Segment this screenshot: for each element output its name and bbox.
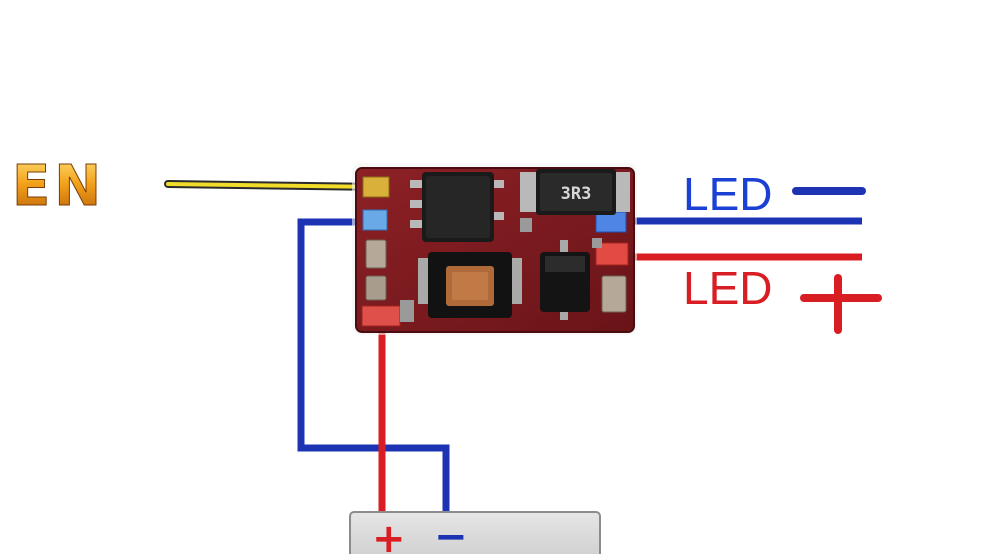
resistor-top xyxy=(520,218,532,232)
resistor-right xyxy=(592,238,602,248)
enable-label: EN xyxy=(12,154,105,219)
enable-wire xyxy=(164,180,386,191)
led-positive-label: LED xyxy=(683,262,772,314)
ground-pad xyxy=(362,209,388,231)
battery-negative-wire xyxy=(297,218,450,518)
boost-driver-module: 3R3 xyxy=(352,163,637,335)
enable-pad xyxy=(362,176,390,198)
capacitor-left-bottom xyxy=(365,275,387,301)
schottky-diode xyxy=(540,240,590,320)
capacitor-right xyxy=(601,275,627,313)
led-positive-pad xyxy=(595,242,629,266)
inductor-marking: 3R3 xyxy=(561,184,592,204)
power-inductor xyxy=(418,252,522,318)
inductor-component: 3R3 xyxy=(520,169,630,215)
capacitor-left-top xyxy=(365,239,387,269)
battery-plus-label: + xyxy=(372,516,406,554)
resistor-bottom xyxy=(400,300,414,322)
led-negative-label: LED xyxy=(683,168,772,220)
battery: + − xyxy=(349,511,601,554)
plus-sign-icon xyxy=(800,274,882,334)
battery-minus-label: − xyxy=(434,514,468,554)
battery-positive-pad xyxy=(361,305,401,327)
ic-chip xyxy=(410,172,504,242)
